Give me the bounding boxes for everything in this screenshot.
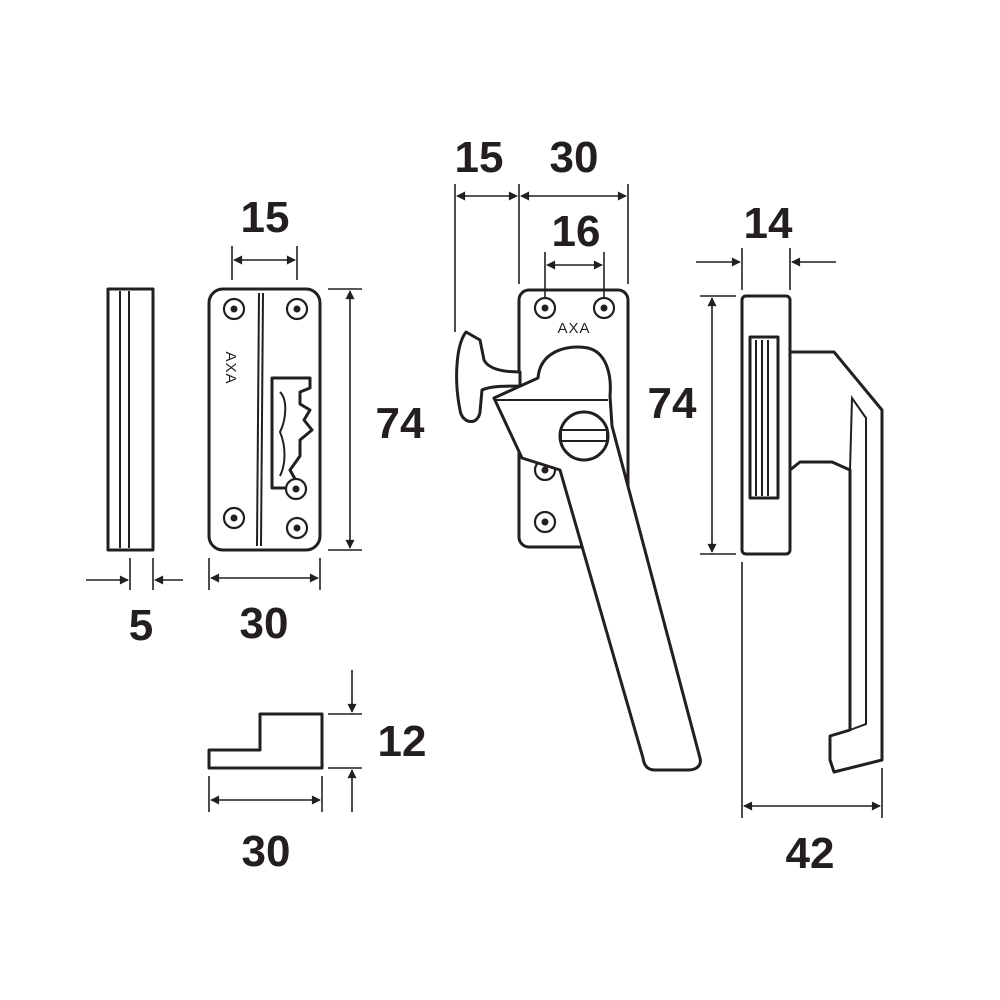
spacer-bar bbox=[106, 287, 155, 552]
screw-icon bbox=[285, 516, 309, 540]
dim-plate-height: 74 bbox=[328, 288, 425, 551]
screw-icon bbox=[284, 477, 308, 501]
dim-handle-height-label: 74 bbox=[648, 379, 697, 428]
handle-brand-label: AXA bbox=[557, 320, 590, 337]
dim-keeper-width: 30 bbox=[208, 776, 323, 876]
dim-side-total-depth-label: 42 bbox=[786, 829, 835, 878]
screw-icon bbox=[592, 296, 616, 320]
screw-icon bbox=[222, 506, 246, 530]
keeper-block bbox=[207, 712, 324, 770]
striker-brand-label: AXA bbox=[222, 351, 239, 384]
screw-icon bbox=[533, 510, 557, 534]
dim-bar-width: 5 bbox=[86, 558, 183, 650]
screw-icon bbox=[222, 297, 246, 321]
dim-keeper-height: 12 bbox=[328, 670, 426, 812]
striker-plate: AXA bbox=[207, 287, 322, 552]
dim-plate-slot: 15 bbox=[231, 193, 298, 280]
handle-front-view: AXA bbox=[455, 288, 702, 772]
dim-handle-height: 74 bbox=[648, 295, 736, 555]
dim-handle-base-width: 30 bbox=[520, 133, 629, 284]
dim-handle-offset-label: 15 bbox=[455, 133, 504, 182]
dim-keeper-width-label: 30 bbox=[242, 827, 291, 876]
dim-plate-slot-label: 15 bbox=[241, 193, 290, 242]
dim-bar-width-label: 5 bbox=[129, 601, 153, 650]
dim-handle-screw-spacing-label: 16 bbox=[552, 207, 601, 256]
dim-plate-height-label: 74 bbox=[376, 399, 425, 448]
dim-handle-offset: 15 bbox=[454, 133, 520, 332]
screw-icon bbox=[533, 296, 557, 320]
handle-side-view bbox=[740, 294, 884, 774]
dim-plate-width-label: 30 bbox=[240, 599, 289, 648]
dim-side-total-depth: 42 bbox=[741, 562, 883, 878]
screw-icon bbox=[285, 297, 309, 321]
slotted-screw-icon bbox=[558, 410, 610, 462]
dim-keeper-height-label: 12 bbox=[378, 717, 427, 766]
dim-plate-width: 30 bbox=[208, 558, 321, 648]
dim-side-plate-depth-label: 14 bbox=[744, 199, 793, 248]
dim-handle-base-width-label: 30 bbox=[550, 133, 599, 182]
dim-side-plate-depth: 14 bbox=[696, 199, 836, 290]
dim-handle-screw-spacing: 16 bbox=[544, 207, 605, 298]
